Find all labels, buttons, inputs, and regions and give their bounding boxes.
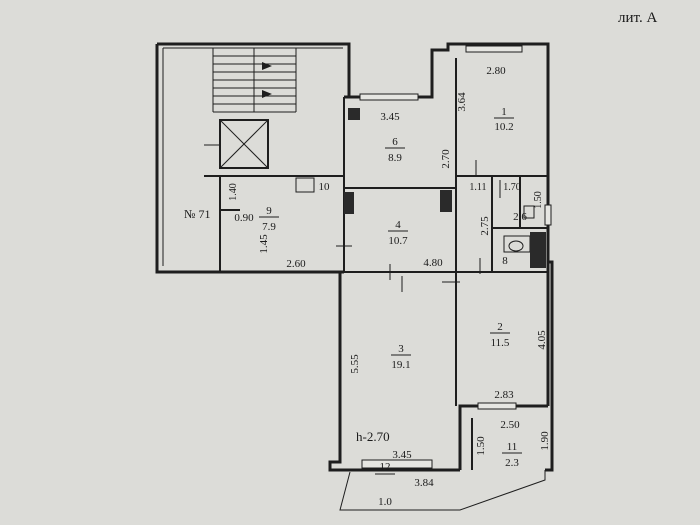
room-number: 10 [319, 181, 331, 193]
room-4: 4 10.7 [388, 219, 408, 247]
window-room6 [359, 93, 419, 101]
room-11: 11 2.3 [502, 441, 522, 469]
room-area: 7.9 [262, 221, 276, 233]
room-label: 2.6 [513, 211, 527, 223]
room-number: 1 [501, 106, 507, 118]
door-marks [336, 160, 501, 292]
dim-room2-height: 4.05 [536, 330, 548, 350]
room-number: 3 [398, 343, 404, 355]
room-7: 2.6 [513, 211, 527, 223]
window-room2 [477, 402, 517, 410]
fixtures [295, 108, 546, 268]
elevator-shaft [204, 119, 269, 169]
window-room1 [465, 45, 523, 53]
ceiling-height: h-2.70 [356, 429, 390, 444]
dim-bath-top-b: 1.70 [503, 182, 521, 193]
room-1: 1 10.2 [494, 106, 514, 133]
window-room3 [361, 459, 433, 469]
toilet-icon [523, 205, 535, 219]
cabinet-icon [295, 177, 315, 193]
dim-balcony-left: 1.50 [475, 436, 487, 456]
room-number: 8 [502, 255, 508, 267]
dim-loggia-width: 3.84 [414, 477, 434, 489]
room-number: 12 [380, 461, 391, 473]
dim-balcony-width: 2.50 [500, 419, 520, 431]
stove-icon [348, 108, 360, 120]
windows [359, 45, 552, 469]
room-number: 9 [266, 205, 272, 217]
dim-room9-left: 1.40 [228, 183, 239, 201]
room-area: 10.2 [494, 121, 513, 133]
room-number: 6 [392, 136, 398, 148]
room-number: 4 [395, 219, 401, 231]
room-number: 11 [507, 441, 518, 453]
building-label: лит. А [618, 10, 657, 26]
vent-shaft-icon-2 [440, 190, 452, 212]
dimension-labels: 2.80 3.64 3.45 2.70 4.80 2.75 2.60 1.45 … [228, 65, 551, 489]
dim-room9-niche: 0.90 [234, 212, 254, 224]
room-6: 6 8.9 [385, 136, 405, 164]
dim-room9-width: 2.60 [286, 258, 306, 270]
dim-room3-height: 5.55 [349, 354, 361, 374]
dim-hall-width: 4.80 [423, 257, 443, 269]
room-area: 10.7 [388, 235, 408, 247]
room-3: 3 19.1 [391, 343, 411, 371]
room-2: 2 11.5 [490, 321, 510, 349]
sink-icon [503, 235, 531, 253]
apartment-walls [219, 42, 554, 511]
stairwell: № 71 [155, 42, 351, 274]
dim-room2-width: 2.83 [494, 389, 514, 401]
room-area: 1.0 [378, 496, 392, 508]
room-area: 2.3 [505, 457, 519, 469]
room-8: 8 [502, 255, 508, 267]
dim-room1-width: 2.80 [486, 65, 506, 77]
dim-room1-height: 3.64 [456, 92, 468, 112]
dim-bath-side: 1.50 [533, 191, 544, 209]
stair-flight [212, 48, 297, 113]
dim-room3-width: 3.45 [392, 449, 412, 461]
apartment-label: № 71 [184, 207, 210, 221]
dim-hall-height: 2.75 [479, 216, 491, 236]
dim-room6-width: 3.45 [380, 111, 400, 123]
room-area: 8.9 [388, 152, 402, 164]
window-bath [544, 204, 552, 226]
dim-room9-height: 1.45 [258, 234, 270, 254]
dim-balcony-right: 1.90 [539, 431, 551, 451]
room-area: 11.5 [491, 337, 510, 349]
room-10: 10 [319, 181, 331, 193]
room-9: 9 7.9 [259, 205, 279, 233]
room-number: 2 [497, 321, 503, 333]
room-12: 12 1.0 [375, 461, 395, 508]
dim-room6-height: 2.70 [440, 149, 452, 169]
vent-shaft-icon [344, 192, 354, 214]
bath-wall-hatch [530, 232, 546, 268]
room-area: 19.1 [391, 359, 410, 371]
dim-bath-top-a: 1.11 [469, 182, 486, 193]
